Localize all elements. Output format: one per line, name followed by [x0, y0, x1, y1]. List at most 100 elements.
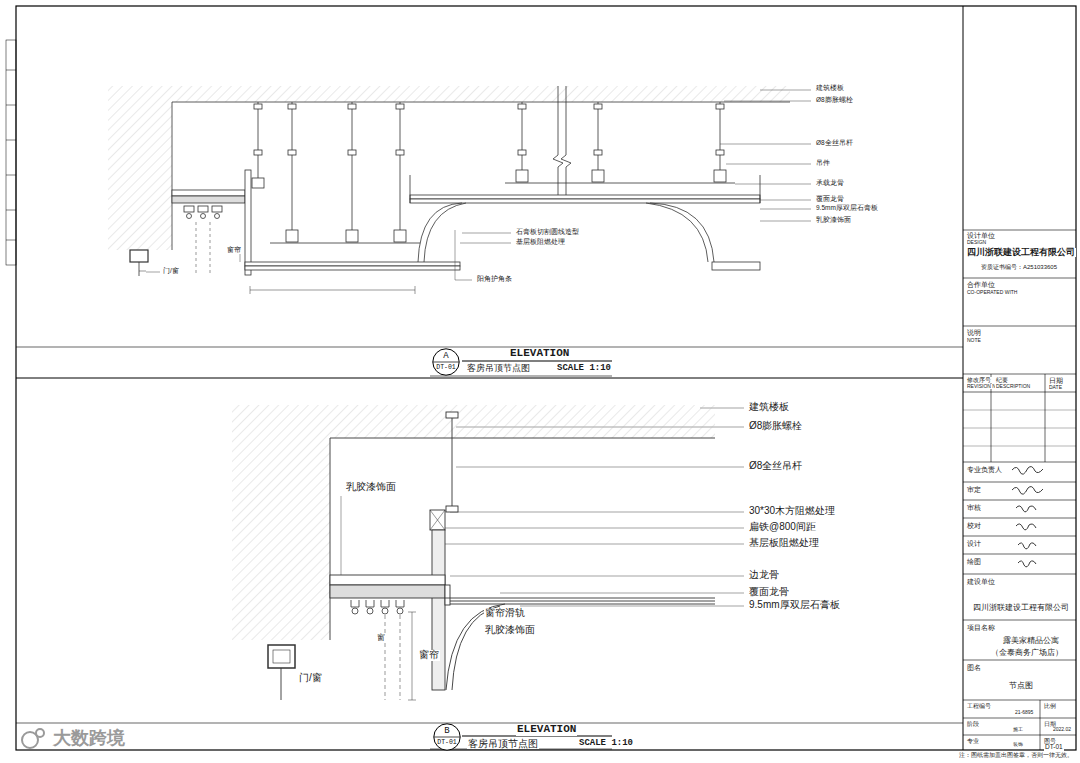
title-block-grid: [963, 446, 1076, 447]
hanger-rods: [505, 183, 735, 184]
section-b-structure: [400, 615, 401, 700]
signature-marks: [1016, 506, 1036, 512]
title-block-grid: [963, 735, 1076, 736]
title-block-text: 工程编号: [966, 703, 992, 709]
title-block-text: 阶段: [966, 721, 980, 727]
title-block-grid: [963, 500, 1076, 501]
title-block-text: 纪要: [995, 377, 1009, 383]
title-block-text: CO-OPERATED WITH: [966, 290, 1018, 295]
leader-lines: [460, 243, 511, 244]
section-b-structure: [330, 585, 445, 598]
title-block-grid: [963, 482, 1076, 483]
title-block-text: 比例: [1043, 703, 1057, 709]
callout-label: 建筑楼板: [815, 85, 845, 92]
hanger-rods: [518, 104, 526, 109]
section-a-structure: [415, 286, 416, 294]
signature-marks: [1012, 467, 1043, 475]
leader-lines: [726, 164, 811, 165]
title-block-grid: [963, 718, 1076, 719]
section-a-structure: [646, 203, 708, 262]
hanger-rods: [598, 102, 599, 172]
section-b-structure: [430, 510, 445, 530]
section-b-structure: [366, 600, 374, 607]
title-block-grid: [963, 326, 1076, 327]
title-block-grid: [963, 428, 1076, 429]
sheet-number: DT-01: [436, 365, 456, 372]
hanger-rods: [346, 230, 358, 242]
section-b-structure: [351, 600, 359, 607]
section-b-structure: [432, 530, 445, 690]
leader-lines: [456, 467, 744, 468]
callout-label: 窗帘滑轨: [484, 608, 526, 619]
leader-lines: [341, 496, 342, 575]
signature-marks: [1012, 467, 1043, 567]
leader-lines: [720, 144, 811, 145]
section-b-structure: [273, 650, 290, 663]
title-block-text: 设计单位: [966, 232, 996, 239]
section-letter: A: [443, 352, 448, 361]
hanger-rods: [270, 243, 420, 244]
callout-label: 吊件: [815, 160, 831, 167]
drawing-title: ELEVATION: [509, 348, 570, 360]
hanger-rods: [254, 150, 262, 155]
watermark-icon: [36, 729, 44, 737]
section-a-structure: [250, 286, 251, 294]
title-block-grid: [963, 700, 1076, 701]
leader-lines: [240, 254, 241, 262]
title-block-grid: [963, 518, 1076, 519]
section-b-structure: [446, 506, 458, 512]
section-circle: [433, 349, 459, 375]
title-underlines: [430, 361, 612, 749]
title-block-text: 项目名称: [966, 624, 996, 631]
callout-label: Ø8全丝吊杆: [748, 461, 803, 472]
hanger-rods: [254, 104, 262, 109]
hanger-rods: [252, 102, 735, 243]
callout-label: 窗: [376, 634, 386, 642]
hanger-rods: [714, 170, 726, 182]
section-b-structure: [412, 612, 413, 700]
title-underlines: [462, 735, 612, 736]
title-block-grid: [963, 392, 1076, 393]
title-block-text: NOTE: [966, 338, 982, 343]
sheet-frame: [16, 6, 1076, 750]
section-a-structure: [172, 196, 245, 203]
title-block-text: 21-6895: [1014, 710, 1034, 715]
hanger-rods: [292, 102, 293, 232]
section-b-structure: [382, 608, 388, 614]
sheet-frame: [6, 240, 16, 241]
section-divider: [434, 737, 460, 738]
section-a-structure: [250, 290, 415, 291]
callout-label: 承载龙骨: [815, 180, 845, 187]
section-b-structure: [232, 405, 715, 700]
callout-label: 基层板阻燃处理: [748, 538, 820, 549]
section-letter: B: [444, 727, 449, 736]
title-block-text: 图名: [966, 664, 982, 671]
section-a-structure: [760, 175, 761, 203]
leader-lines: [146, 272, 160, 273]
hanger-rods: [716, 104, 724, 109]
callout-label: 建筑楼板: [748, 402, 790, 413]
title-block-grid: [963, 536, 1076, 537]
section-b-structure: [450, 604, 715, 605]
callout-label: 边龙骨: [748, 570, 780, 581]
title-block-grid: [963, 230, 1076, 750]
hanger-rods: [396, 104, 404, 109]
title-underlines: [430, 376, 612, 377]
hanger-rods: [716, 150, 724, 155]
section-a-structure: [184, 206, 194, 212]
section-b-structure: [452, 415, 453, 508]
callout-label: 门/窗: [298, 673, 323, 684]
title-block-grid: [963, 574, 1076, 575]
sheet-frame: [6, 40, 16, 265]
title-block-grid: [963, 660, 1076, 661]
section-b-structure: [281, 668, 282, 700]
section-a-structure: [139, 262, 140, 276]
callout-label: Ø8膨胀螺栓: [815, 97, 854, 104]
title-block-text: DESIGN: [966, 240, 987, 245]
leader-lines: [724, 101, 811, 102]
hanger-rods: [286, 230, 298, 242]
hanger-rods: [594, 150, 602, 155]
callout-label: Ø8全丝吊杆: [815, 140, 854, 147]
callout-label: Ø8膨胀螺栓: [748, 421, 803, 432]
